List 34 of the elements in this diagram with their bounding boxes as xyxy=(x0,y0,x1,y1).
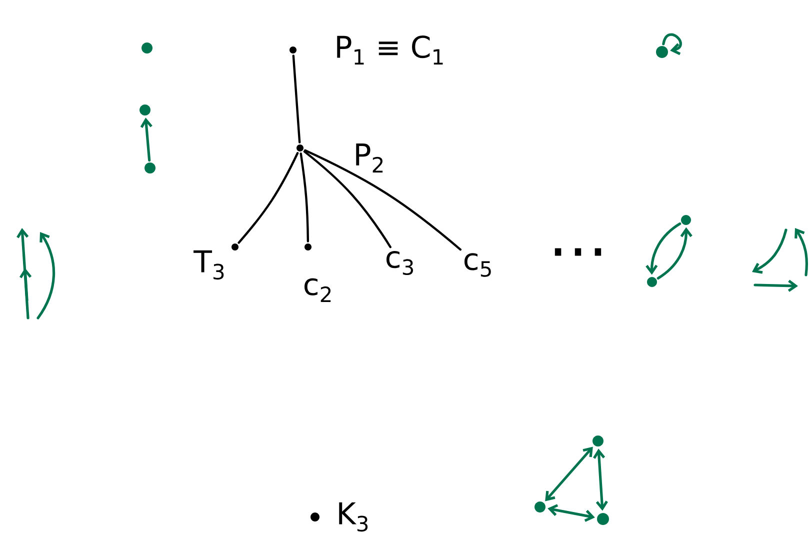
tree-edge xyxy=(304,149,462,251)
vertex-dot xyxy=(310,512,320,522)
arrow xyxy=(545,446,593,502)
vertex-label: K$_{3}$ xyxy=(339,502,368,532)
vertex-dot xyxy=(142,42,152,54)
node-label: c$_{3}$ xyxy=(386,250,413,276)
vertex-label: P$_{2}$ xyxy=(356,144,383,172)
vertex-dot xyxy=(304,244,312,250)
vertex-dot xyxy=(681,215,691,225)
vertex-label: T$_{3}$ xyxy=(194,250,224,280)
vertex-dot xyxy=(647,277,657,287)
vertex-dot xyxy=(290,46,296,54)
tree-edge xyxy=(303,150,392,248)
arrow xyxy=(140,118,152,162)
tree-edge xyxy=(292,54,301,144)
vertex-label: c$_{2}$ xyxy=(304,278,331,302)
vertex-dot xyxy=(534,502,546,512)
vertex-dot xyxy=(296,144,304,152)
tree-edge xyxy=(238,152,299,244)
ellipsis: … xyxy=(554,248,602,256)
vertex-dot xyxy=(597,513,609,525)
vertex-dot xyxy=(232,244,238,250)
vertex-dot xyxy=(592,436,604,446)
tree-edge xyxy=(300,152,310,242)
arrow xyxy=(548,504,595,522)
arrow xyxy=(593,448,608,511)
vertex-dot xyxy=(656,46,668,58)
arrow xyxy=(646,222,682,275)
vertex-dot xyxy=(140,104,150,116)
arrow xyxy=(656,227,692,280)
vertex-dot xyxy=(144,162,156,174)
node-label: c$_{5}$ xyxy=(464,253,491,277)
arrow xyxy=(662,33,682,56)
vertex-label: P$_{1}$ ≡ C$_{1}$ xyxy=(337,36,443,64)
